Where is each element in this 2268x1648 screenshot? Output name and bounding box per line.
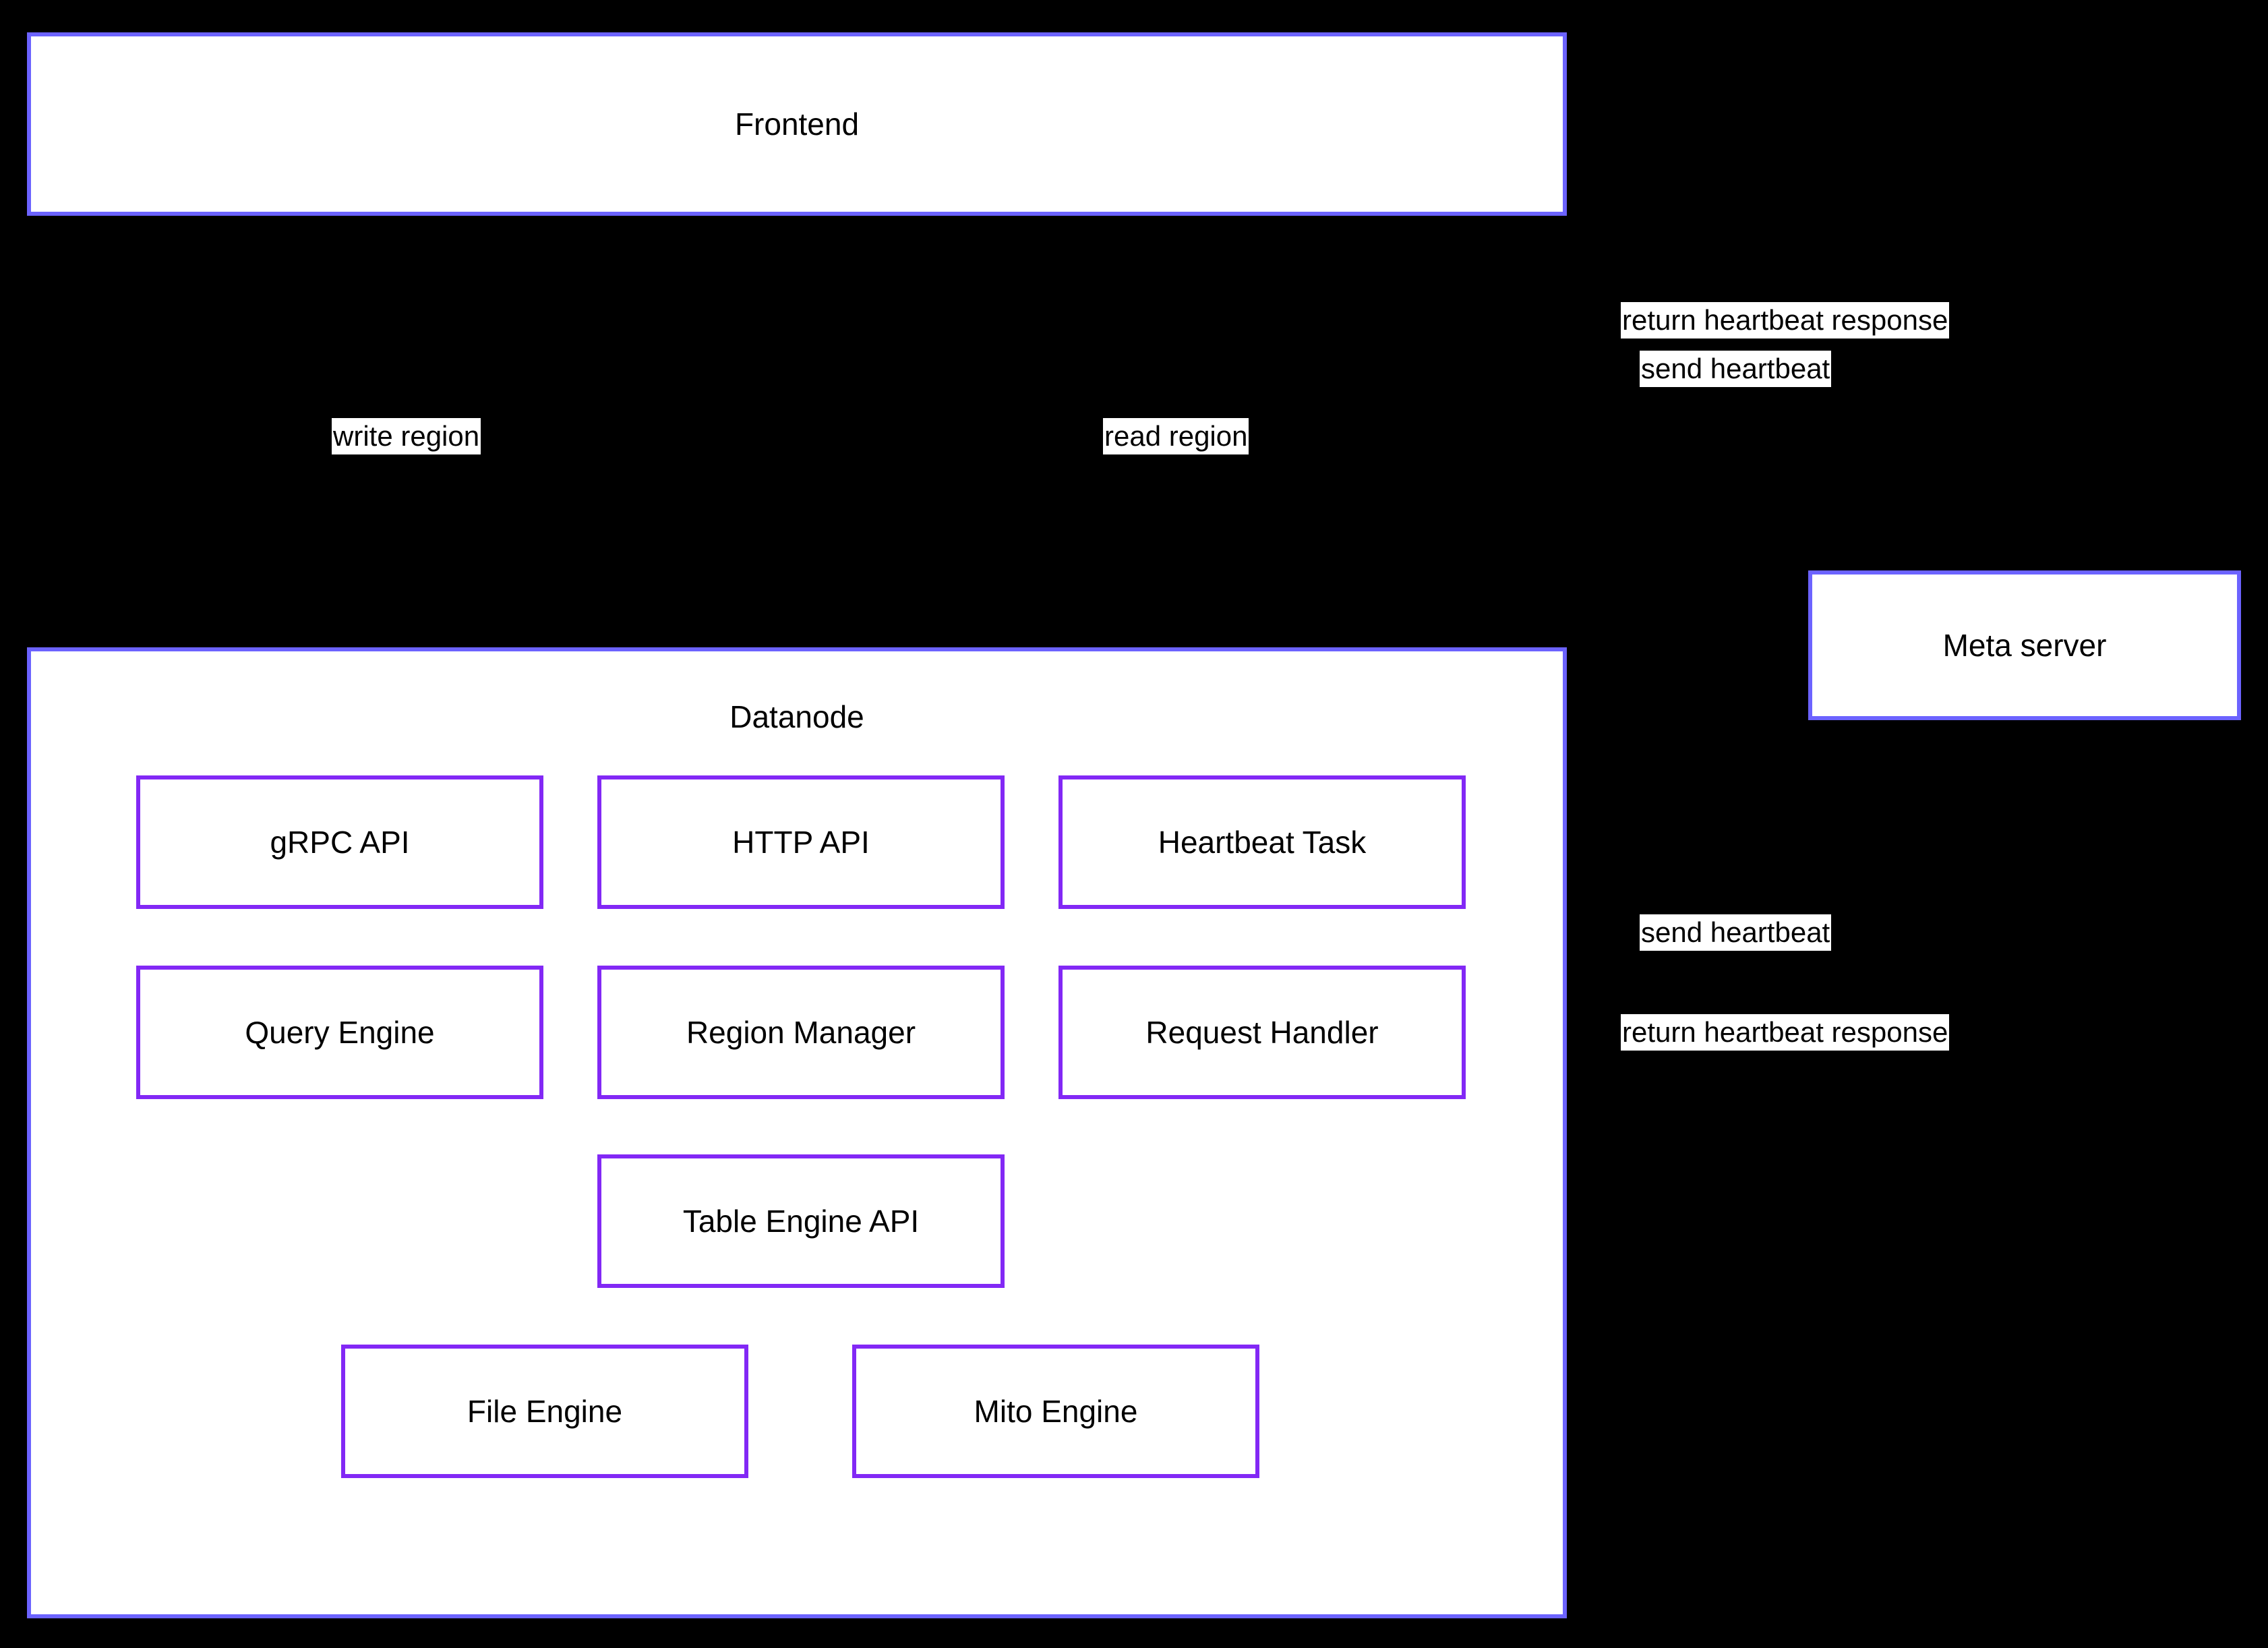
node-table-engine-api-label: Table Engine API xyxy=(682,1203,920,1239)
edge-label-meta-return-heartbeat-response: return heartbeat response xyxy=(1621,302,1950,339)
edge-label-datanode-return-heartbeat-response: return heartbeat response xyxy=(1621,1014,1950,1051)
edge-label-datanode-send-heartbeat: send heartbeat xyxy=(1640,914,1832,951)
node-frontend-label: Frontend xyxy=(734,106,860,142)
node-datanode[interactable]: Datanode gRPC API HTTP API Heartbeat Tas… xyxy=(27,647,1567,1618)
node-http-api[interactable]: HTTP API xyxy=(597,775,1005,909)
node-grpc-api-label: gRPC API xyxy=(270,824,410,860)
node-mito-engine-label: Mito Engine xyxy=(974,1393,1138,1429)
node-file-engine-label: File Engine xyxy=(467,1393,623,1429)
node-mito-engine[interactable]: Mito Engine xyxy=(852,1345,1259,1478)
node-file-engine[interactable]: File Engine xyxy=(341,1345,748,1478)
node-http-api-label: HTTP API xyxy=(732,824,870,860)
node-grpc-api[interactable]: gRPC API xyxy=(136,775,543,909)
node-heartbeat-task-label: Heartbeat Task xyxy=(1158,824,1367,860)
node-meta-server-label: Meta server xyxy=(1942,627,2107,663)
edge-label-read-region: read region xyxy=(1103,418,1249,454)
node-frontend[interactable]: Frontend xyxy=(27,32,1567,216)
edge-label-write-region: write region xyxy=(332,418,481,454)
edge-datanode-return-heartbeat-response xyxy=(1562,719,1957,945)
node-table-engine-api[interactable]: Table Engine API xyxy=(597,1154,1005,1288)
node-region-manager[interactable]: Region Manager xyxy=(597,966,1005,1099)
node-meta-server[interactable]: Meta server xyxy=(1808,570,2241,720)
edge-meta-return-heartbeat-response xyxy=(1562,188,1957,572)
node-datanode-label: Datanode xyxy=(729,699,864,734)
node-heartbeat-task[interactable]: Heartbeat Task xyxy=(1058,775,1466,909)
edge-label-meta-send-heartbeat: send heartbeat xyxy=(1640,351,1832,387)
node-query-engine-label: Query Engine xyxy=(245,1014,435,1050)
node-region-manager-label: Region Manager xyxy=(686,1014,916,1050)
node-request-handler[interactable]: Request Handler xyxy=(1058,966,1466,1099)
node-request-handler-label: Request Handler xyxy=(1145,1014,1379,1050)
node-query-engine[interactable]: Query Engine xyxy=(136,966,543,1099)
